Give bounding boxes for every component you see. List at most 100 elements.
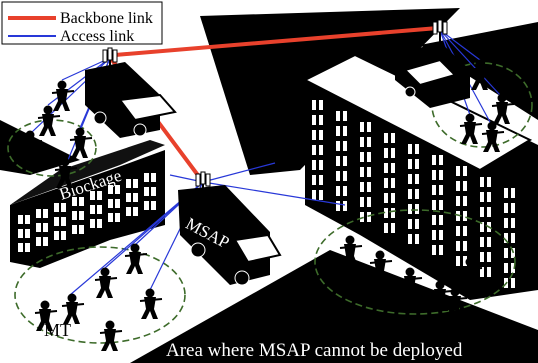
- window: [36, 223, 41, 232]
- window: [343, 141, 347, 151]
- window: [415, 189, 419, 199]
- window: [108, 185, 113, 194]
- window: [487, 177, 491, 187]
- window: [126, 207, 131, 216]
- window: [144, 201, 149, 210]
- window: [511, 188, 515, 198]
- backbone-link-top: [113, 26, 440, 57]
- window: [115, 213, 120, 222]
- window: [432, 245, 436, 255]
- window: [463, 256, 467, 266]
- window: [343, 201, 347, 211]
- window: [463, 226, 467, 236]
- window: [391, 133, 395, 143]
- window: [432, 200, 436, 210]
- window: [439, 155, 443, 165]
- window: [415, 159, 419, 169]
- antennas: [102, 19, 448, 196]
- window: [367, 197, 371, 207]
- window: [511, 203, 515, 213]
- window: [391, 148, 395, 158]
- soldier-icon: [429, 280, 453, 311]
- window: [408, 189, 412, 199]
- window: [360, 152, 364, 162]
- window: [487, 267, 491, 277]
- window: [319, 190, 323, 200]
- window: [312, 160, 316, 170]
- window: [367, 167, 371, 177]
- window: [312, 100, 316, 110]
- window: [432, 230, 436, 240]
- window: [319, 130, 323, 140]
- window: [432, 170, 436, 180]
- ground-left-strip: [0, 120, 80, 175]
- window: [504, 263, 508, 273]
- window: [336, 156, 340, 166]
- soldier-icon: [54, 157, 78, 188]
- antenna-tower-icon: [195, 171, 211, 196]
- window: [312, 130, 316, 140]
- window: [360, 167, 364, 177]
- legend: Backbone link Access link: [1, 1, 163, 45]
- soldier-icon: [459, 113, 483, 144]
- window: [54, 231, 59, 240]
- antenna-tower-icon: [432, 19, 448, 44]
- window: [72, 197, 77, 206]
- window: [511, 233, 515, 243]
- window: [384, 133, 388, 143]
- window: [463, 241, 467, 251]
- window: [384, 208, 388, 218]
- window: [456, 166, 460, 176]
- window: [463, 181, 467, 191]
- window: [151, 173, 156, 182]
- window: [511, 263, 515, 273]
- soldier-icon: [139, 288, 163, 319]
- window: [115, 199, 120, 208]
- window: [384, 223, 388, 233]
- window: [336, 201, 340, 211]
- window: [480, 237, 484, 247]
- window: [72, 211, 77, 220]
- soldier-icon: [481, 121, 505, 152]
- window: [54, 217, 59, 226]
- soldier-icon: [369, 250, 393, 281]
- window: [504, 188, 508, 198]
- window: [487, 207, 491, 217]
- window: [384, 178, 388, 188]
- soldier-icon: [339, 235, 363, 266]
- window: [408, 144, 412, 154]
- window: [439, 200, 443, 210]
- soldier-icon: [69, 127, 93, 158]
- window: [336, 141, 340, 151]
- window: [144, 173, 149, 182]
- window: [456, 196, 460, 206]
- window: [480, 207, 484, 217]
- window: [504, 203, 508, 213]
- window: [312, 115, 316, 125]
- window: [343, 111, 347, 121]
- window: [144, 187, 149, 196]
- window: [487, 237, 491, 247]
- window: [336, 171, 340, 181]
- window: [456, 181, 460, 191]
- window: [367, 122, 371, 132]
- window: [319, 115, 323, 125]
- window: [25, 229, 30, 238]
- window: [25, 243, 30, 252]
- truck-icon: [395, 42, 470, 108]
- window: [336, 186, 340, 196]
- window: [360, 182, 364, 192]
- window: [408, 234, 412, 244]
- window: [480, 267, 484, 277]
- window: [456, 241, 460, 251]
- window: [504, 218, 508, 228]
- window: [367, 212, 371, 222]
- window: [312, 190, 316, 200]
- window: [456, 226, 460, 236]
- soldier-icon: [51, 80, 75, 111]
- window: [408, 219, 412, 229]
- window: [480, 177, 484, 187]
- soldier-icon: [124, 243, 148, 274]
- window: [319, 100, 323, 110]
